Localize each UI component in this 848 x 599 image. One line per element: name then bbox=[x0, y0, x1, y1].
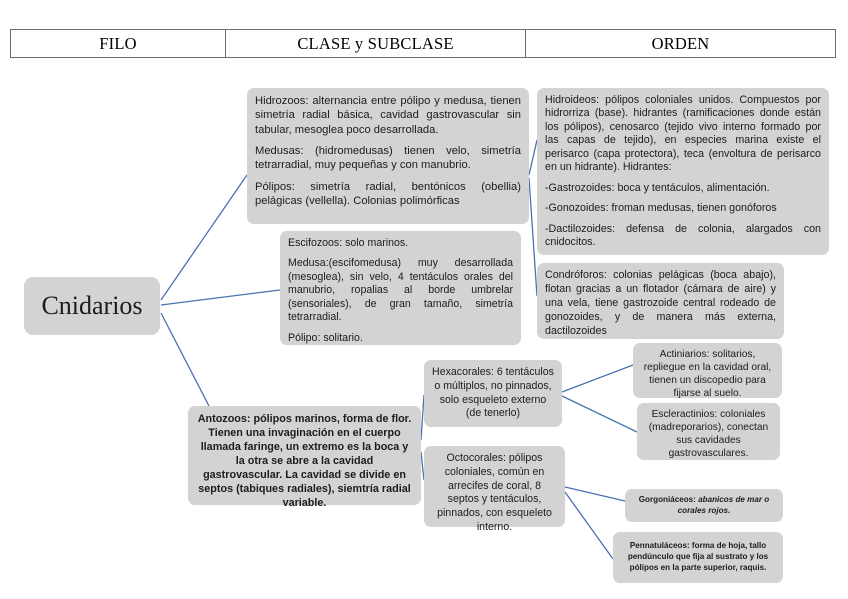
node-hidroideos[interactable]: Hidroideos: pólipos coloniales unidos. C… bbox=[537, 88, 829, 255]
node-gorgoniaceos[interactable]: Gorgoniáceos: abanicos de mar o corales … bbox=[625, 489, 783, 522]
node-hexacorales-text: Hexacorales: 6 tentáculos o múltiplos, n… bbox=[432, 366, 554, 420]
node-condroforos[interactable]: Condróforos: colonias pelágicas (boca ab… bbox=[537, 263, 784, 339]
node-pennatulaceos[interactable]: Pennatuláceos: forma de hoja, tallo pend… bbox=[613, 532, 783, 583]
node-antozoos[interactable]: Antozoos: pólipos marinos, forma de flor… bbox=[188, 406, 421, 509]
header-cell-orden: ORDEN bbox=[651, 33, 710, 53]
node-escifozoos-line-3: Pólipo: solitario. bbox=[288, 331, 363, 344]
header-cell-filo: FILO bbox=[11, 30, 226, 57]
node-escleractinios[interactable]: Escleractinios: coloniales (madreporario… bbox=[637, 403, 780, 460]
connector-cnidarios-antozoos bbox=[160, 312, 210, 407]
connector-hidrozoos-condroforos bbox=[528, 177, 538, 297]
node-hidrozoos[interactable]: Hidrozoos: alternancia entre pólipo y me… bbox=[247, 88, 529, 224]
node-escleractinios-text: Escleractinios: coloniales (madreporario… bbox=[648, 409, 769, 459]
classification-header-table: FILO CLASE y SUBCLASE ORDEN bbox=[10, 29, 836, 58]
node-hidroideos-line-1: Hidroideos: pólipos coloniales unidos. C… bbox=[545, 94, 821, 174]
node-octocorales-text: Octocorales: pólipos coloniales, común e… bbox=[437, 452, 552, 533]
connector-octocorales-pennatulaceos bbox=[564, 491, 614, 560]
node-hidrozoos-line-3: Pólipos: simetría radial, bentónicos (ob… bbox=[255, 180, 521, 207]
node-gorgoniaceos-text: Gorgoniáceos: abanicos de mar o corales … bbox=[631, 495, 777, 517]
node-hidroideos-line-2: -Gastrozoides: boca y tentáculos, alimen… bbox=[545, 181, 770, 194]
node-hidrozoos-line-2: Medusas: (hidromedusas) tienen velo, sim… bbox=[255, 144, 521, 172]
header-cell-clase-subclase: CLASE y SUBCLASE bbox=[226, 30, 526, 57]
node-cnidarios[interactable]: Cnidarios bbox=[24, 277, 160, 335]
node-antozoos-text: Antozoos: pólipos marinos, forma de flor… bbox=[197, 413, 412, 510]
node-hexacorales[interactable]: Hexacorales: 6 tentáculos o múltiplos, n… bbox=[424, 360, 562, 427]
node-hidroideos-line-3: -Gonozoides: froman medusas, tienen gonó… bbox=[545, 202, 777, 215]
connector-hidrozoos-hidroideos bbox=[528, 139, 538, 176]
node-escifozoos[interactable]: Escifozoos: solo marinos. Medusa:(escifo… bbox=[280, 231, 521, 345]
connector-octocorales-gorgoniaceos bbox=[564, 486, 626, 502]
node-hidroideos-line-4: -Dactilozoides: defensa de colonia, alar… bbox=[545, 222, 821, 249]
node-actiniarios[interactable]: Actiniarios: solitarios, repliegue en la… bbox=[633, 343, 782, 399]
connector-cnidarios-hidrozoos bbox=[160, 174, 248, 301]
node-condroforos-text: Condróforos: colonias pelágicas (boca ab… bbox=[545, 269, 776, 337]
node-octocorales[interactable]: Octocorales: pólipos coloniales, común e… bbox=[424, 446, 565, 533]
node-cnidarios-label: Cnidarios bbox=[41, 291, 143, 320]
connector-hexacorales-escleractinios bbox=[561, 395, 638, 433]
node-actiniarios-text: Actiniarios: solitarios, repliegue en la… bbox=[643, 349, 772, 399]
node-gorgoniaceos-description: abanicos de mar o corales rojos. bbox=[677, 494, 770, 515]
connector-cnidarios-escifozoos bbox=[160, 289, 281, 306]
node-escifozoos-line-2: Medusa:(escifomedusa) muy desarrollada (… bbox=[288, 257, 513, 324]
node-escifozoos-line-1: Escifozoos: solo marinos. bbox=[288, 237, 409, 249]
node-hidrozoos-line-1: Hidrozoos: alternancia entre pólipo y me… bbox=[255, 95, 521, 136]
node-pennatulaceos-text: Pennatuláceos: forma de hoja, tallo pend… bbox=[627, 541, 769, 572]
connector-hexacorales-actiniarios bbox=[561, 364, 634, 393]
node-gorgoniaceos-label: Gorgoniáceos: bbox=[638, 494, 699, 504]
